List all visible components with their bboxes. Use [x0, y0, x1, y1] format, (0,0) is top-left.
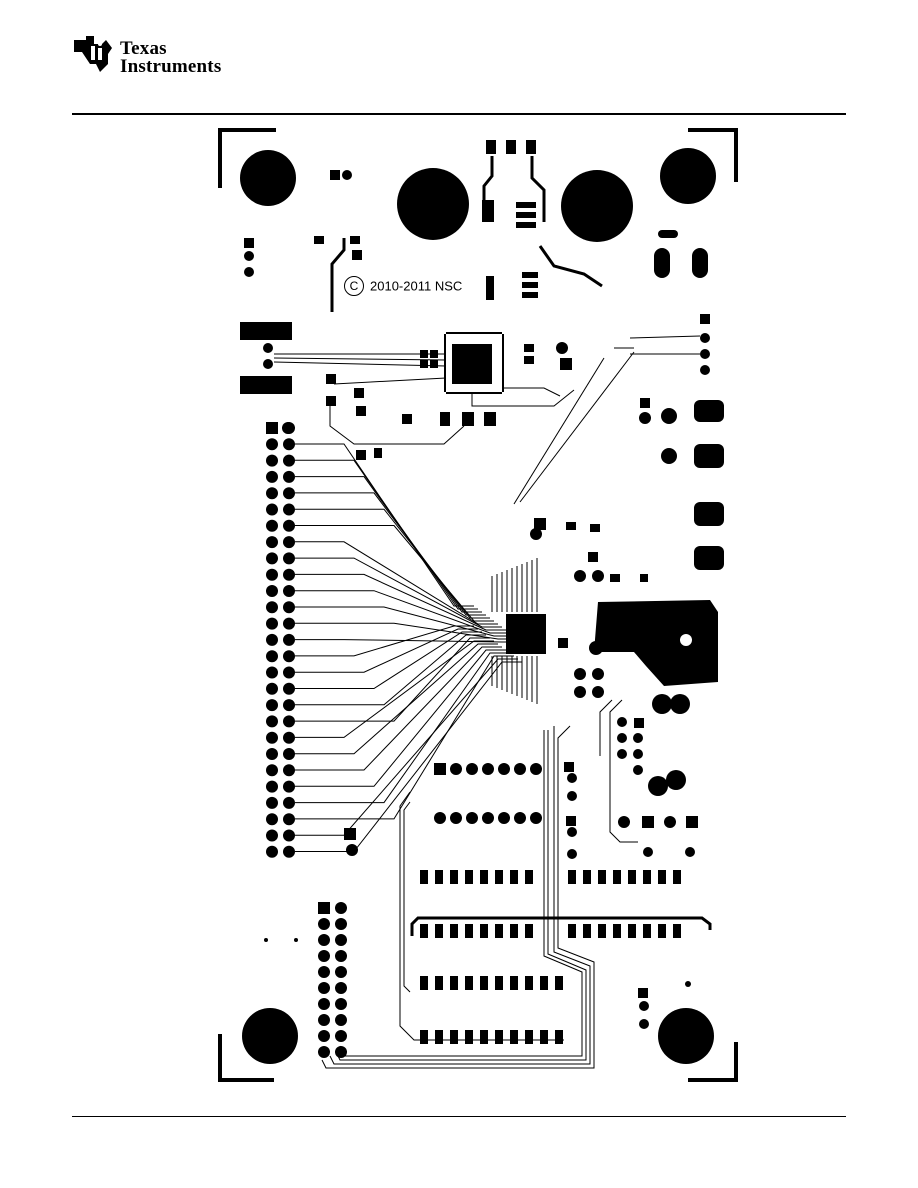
copyright-notice: C 2010-2011 NSC	[344, 276, 462, 298]
footer-rule	[72, 1116, 846, 1117]
ti-logo: Texas Instruments	[72, 34, 244, 78]
pcb-layout-drawing: C 2010-2011 NSC	[214, 126, 744, 1086]
header-rule	[72, 113, 846, 115]
ti-state-logo-icon	[72, 34, 116, 74]
logo-text-instruments: Instruments	[120, 56, 221, 78]
copyright-text: 2010-2011 NSC	[370, 279, 462, 294]
pcb-artwork	[214, 126, 744, 1086]
copyright-symbol: C	[344, 276, 364, 296]
